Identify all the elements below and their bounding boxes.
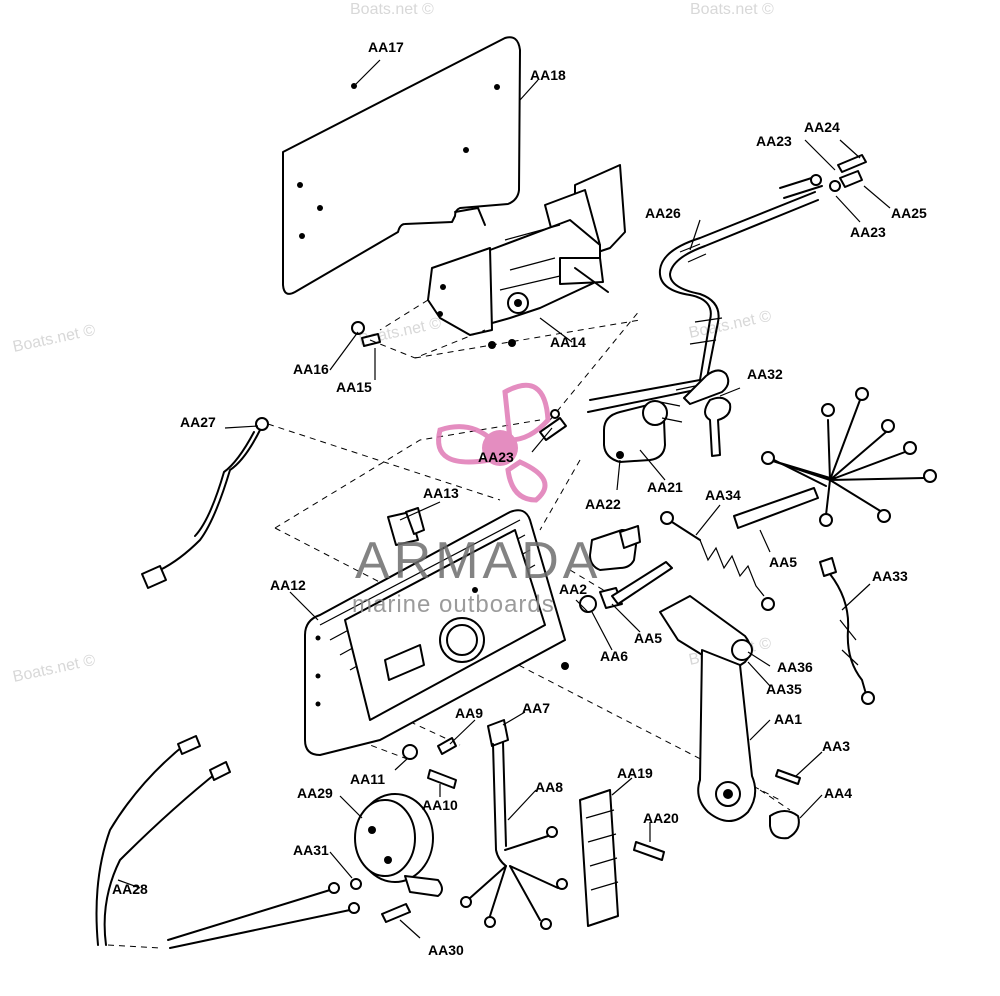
label-AA1: AA1 bbox=[774, 711, 802, 727]
meter-wires bbox=[95, 735, 411, 949]
control-box-housing bbox=[304, 509, 569, 756]
label-AA19: AA19 bbox=[617, 765, 653, 781]
label-AA28: AA28 bbox=[112, 881, 148, 897]
choke-switch bbox=[579, 525, 641, 613]
brand-name: ARMADA bbox=[355, 532, 601, 590]
label-AA8: AA8 bbox=[535, 779, 563, 795]
wire-harness bbox=[761, 387, 937, 527]
label-AA13: AA13 bbox=[423, 485, 459, 501]
label-AA27: AA27 bbox=[180, 414, 216, 430]
label-AA22: AA22 bbox=[585, 496, 621, 512]
label-AA3: AA3 bbox=[822, 738, 850, 754]
label-AA2: AA2 bbox=[559, 581, 587, 597]
label-AA24: AA24 bbox=[804, 119, 840, 135]
lanyard-wire bbox=[819, 557, 875, 705]
label-AA23a: AA23 bbox=[756, 133, 792, 149]
label-AA23b: AA23 bbox=[850, 224, 886, 240]
label-AA21: AA21 bbox=[647, 479, 683, 495]
terminal-block bbox=[579, 789, 665, 927]
ignition-switch bbox=[539, 400, 683, 463]
label-AA32: AA32 bbox=[747, 366, 783, 382]
label-AA20: AA20 bbox=[643, 810, 679, 826]
part-labels: AA17 AA18 AA14 AA16 AA15 AA27 AA23 AA24 … bbox=[112, 39, 927, 958]
cable-end-hardware bbox=[810, 154, 867, 192]
hour-meter bbox=[350, 793, 443, 897]
label-AA16: AA16 bbox=[293, 361, 329, 377]
label-AA30: AA30 bbox=[428, 942, 464, 958]
brand-tagline: marine outboards bbox=[352, 591, 555, 618]
label-AA29: AA29 bbox=[297, 785, 333, 801]
label-AA33: AA33 bbox=[872, 568, 908, 584]
clip bbox=[387, 507, 425, 546]
label-AA6: AA6 bbox=[600, 648, 628, 664]
ignition-keys bbox=[683, 369, 732, 457]
label-AA5b: AA5 bbox=[769, 554, 797, 570]
label-AA17: AA17 bbox=[368, 39, 404, 55]
label-AA4: AA4 bbox=[824, 785, 852, 801]
label-AA18: AA18 bbox=[530, 67, 566, 83]
label-AA11: AA11 bbox=[350, 771, 385, 787]
label-AA23c: AA23 bbox=[478, 449, 514, 465]
label-AA26: AA26 bbox=[645, 205, 681, 221]
spring-link bbox=[660, 511, 775, 611]
housing-screws bbox=[402, 737, 457, 789]
rod bbox=[611, 487, 819, 605]
brand-watermark: ARMADA marine outboards bbox=[352, 382, 601, 618]
label-AA10: AA10 bbox=[422, 797, 458, 813]
site-watermark: Boats.net © bbox=[11, 652, 97, 686]
wiring-harness-lower bbox=[460, 719, 568, 930]
ground-wire bbox=[141, 417, 269, 589]
label-AA25: AA25 bbox=[891, 205, 927, 221]
label-AA31: AA31 bbox=[293, 842, 329, 858]
label-AA34: AA34 bbox=[705, 487, 741, 503]
label-AA5a: AA5 bbox=[634, 630, 662, 646]
label-AA9: AA9 bbox=[455, 705, 483, 721]
site-watermark: Boats.net © bbox=[687, 308, 773, 342]
label-AA36: AA36 bbox=[777, 659, 813, 675]
label-AA15: AA15 bbox=[336, 379, 372, 395]
mounting-hardware bbox=[351, 299, 641, 359]
label-AA14: AA14 bbox=[550, 334, 586, 350]
label-AA12: AA12 bbox=[270, 577, 306, 593]
site-watermark: Boats.net © bbox=[690, 1, 774, 18]
propeller-logo bbox=[436, 382, 551, 503]
control-handle bbox=[659, 595, 801, 840]
site-watermark: Boats.net © bbox=[11, 322, 97, 356]
label-AA35: AA35 bbox=[766, 681, 802, 697]
site-watermark: Boats.net © bbox=[350, 1, 434, 18]
label-AA7: AA7 bbox=[522, 700, 550, 716]
leader-lines bbox=[117, 59, 891, 939]
